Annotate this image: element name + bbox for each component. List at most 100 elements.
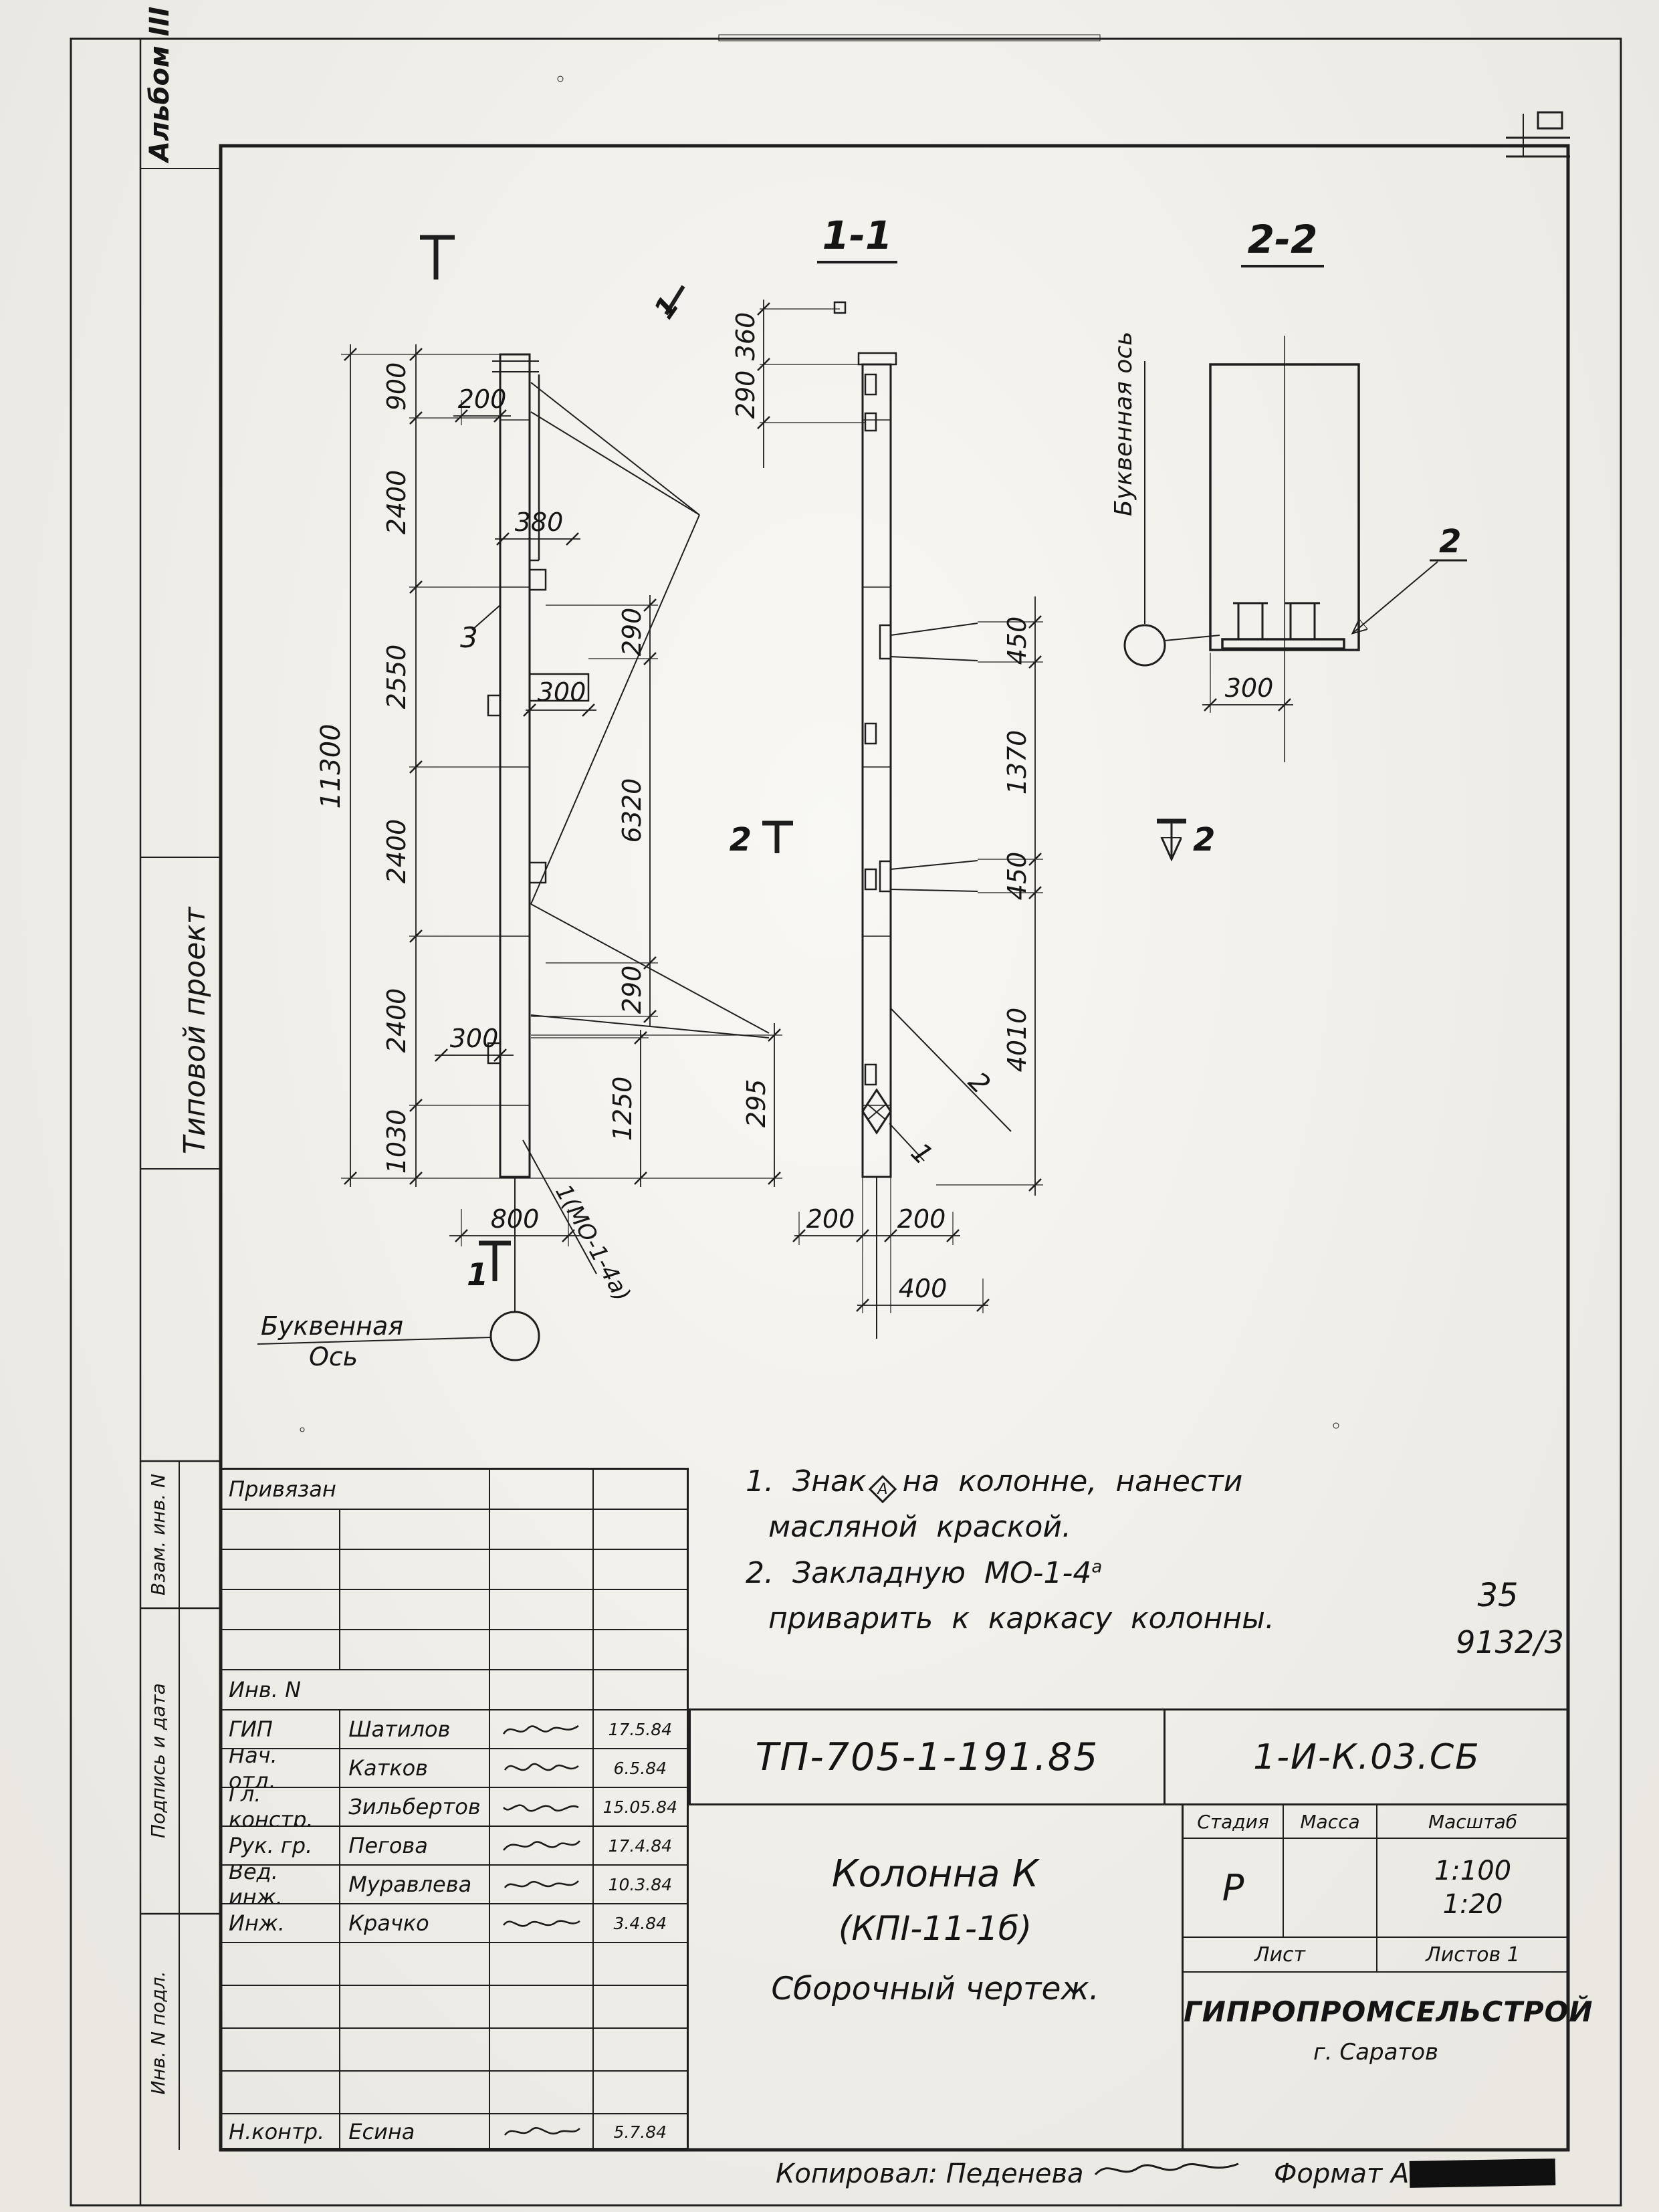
axis-label-line1: Буквенная (261, 1311, 403, 1341)
date-cell: 3.4.84 (613, 1913, 667, 1933)
name-cell: Крачко (340, 1904, 491, 1942)
organization-cell: ГИПРОПРОМСЕЛЬСТРОЙ г. Саратов (1184, 1973, 1593, 2148)
stamp-values-row: Р 1:100 1:20 (1184, 1839, 1568, 1938)
doc-number-row: ТП-705-1-191.85 1-И-К.03.СБ (689, 1708, 1568, 1805)
section-labels: 1-1 2-2 (817, 213, 1324, 267)
table-row-inv-n: Инв. N (221, 1670, 687, 1710)
sheet-frames (70, 37, 1622, 2207)
table-row: Привязан (221, 1470, 687, 1510)
axis-circle-22 (1123, 624, 1166, 667)
date-cell: 17.5.84 (608, 1719, 673, 1739)
scale-value: 1:100 1:20 (1377, 1839, 1568, 1937)
dim-200-top: 200 (458, 384, 507, 414)
role-cell: Нач. отд. (221, 1749, 341, 1787)
mass-value (1284, 1839, 1377, 1937)
stamp-right-section: Стадия Масса Масштаб Р 1:100 1:20 Лист Л… (1184, 1805, 1593, 2150)
signature-scribble (502, 1840, 580, 1851)
title-line-1: Колонна К (831, 1852, 1039, 1896)
section-1-1-label: 1-1 (822, 213, 893, 258)
format-label: Формат А (1274, 2159, 1410, 2189)
dim-300-mid: 300 (538, 677, 586, 707)
margin-box-podpis: Подпись и дата (147, 1683, 169, 1838)
date-cell: 17.4.84 (608, 1836, 673, 1856)
dim-200-left: 200 (806, 1204, 855, 1234)
middle-elevation-view (762, 301, 1186, 1339)
sheet-row: Лист Листов 1 (1184, 1938, 1568, 1973)
signature-row: Вед. инж. Муравлева 10.3.84 (221, 1866, 687, 1904)
signature-row: ГИП Шатилов 17.5.84 (221, 1710, 687, 1749)
table-row (221, 1986, 687, 2029)
note-1-suffix: на колонне, нанести (902, 1464, 1243, 1499)
dim-300-22: 300 (1225, 673, 1274, 703)
dim-400: 400 (899, 1274, 948, 1303)
stage-label: Стадия (1184, 1805, 1284, 1838)
sheet-numbers: 35 9132/3 (1456, 1577, 1564, 1660)
title-line-2: (КПI-11-1б) (838, 1909, 1032, 1948)
signature-scribble (502, 1804, 579, 1812)
date-cell: 6.5.84 (613, 1758, 667, 1778)
name-cell: Муравлева (340, 1866, 491, 1903)
section-cut-marks-1 (420, 235, 685, 1281)
callout-1-mid: 1 (905, 1137, 939, 1172)
sheet-number-35: 35 (1477, 1577, 1518, 1614)
name-cell: Есина (340, 2114, 491, 2149)
section-2-2-labels: Буквенная ось 300 2 (1110, 332, 1461, 703)
role-cell: Гл. констр. (221, 1788, 341, 1826)
signature-row: Рук. гр. Пегова 17.4.84 (221, 1827, 687, 1866)
dim-6320: 6320 (617, 778, 647, 843)
organization-city: г. Саратов (1313, 2039, 1439, 2066)
title-block: Привязан Инв. N ГИП Шатилов 17.5.84 Нач.… (221, 1468, 1593, 2150)
signature-row: Инж. Крачко 3.4.84 (221, 1904, 687, 1943)
leader-lines-mid (889, 623, 1012, 1162)
dim-chain-2: 2550 (382, 645, 411, 709)
doc-number-9132: 9132/3 (1456, 1624, 1564, 1660)
dim-300-low: 300 (450, 1024, 499, 1053)
paint-mark-diamond (861, 1088, 892, 1135)
embed-plates-side (833, 301, 892, 1086)
dim-290-top: 290 (617, 608, 647, 657)
dim-290-mid: 290 (731, 370, 760, 419)
section-mark-1-bottom: 1 (467, 1256, 488, 1293)
table-row (221, 2072, 687, 2114)
role-cell: Вед. инж. (221, 1866, 341, 1903)
signature-scribble (502, 1920, 580, 1927)
dim-290-bot: 290 (617, 966, 647, 1014)
axis-label-22: Буквенная ось (1110, 332, 1137, 516)
drawing-title: Колонна К (КПI-11-1б) Сборочный чертеж. (689, 1805, 1184, 2150)
column-body-side (861, 363, 892, 1178)
dim-chain-4: 2400 (382, 988, 411, 1053)
signature-scribble (504, 2127, 580, 2136)
date-cell: 15.05.84 (602, 1797, 677, 1817)
table-row (221, 1590, 687, 1630)
corner-stamp (1506, 111, 1570, 158)
dim-chain-1: 2400 (382, 470, 411, 535)
column-body (499, 353, 531, 1178)
note-1-line-2: масляной краской. (768, 1510, 1071, 1545)
scale-label: Масштаб (1428, 1810, 1518, 1833)
section-cut-marks-2 (762, 818, 1186, 857)
middle-view-dimensions (756, 300, 1043, 1313)
dim-360: 360 (731, 312, 760, 361)
sheets-count-label: Листов 1 (1426, 1943, 1520, 1967)
role-cell: Рук. гр. (221, 1827, 341, 1864)
margin-labels: Альбом III Типовой проект Взам. инв. N П… (144, 7, 212, 2095)
signatures-table: Привязан Инв. N ГИП Шатилов 17.5.84 Нач.… (221, 1468, 689, 2150)
date-cell: 5.7.84 (613, 2122, 667, 2142)
dim-450-a: 450 (1002, 617, 1032, 665)
table-row (221, 1550, 687, 1590)
dim-200-right: 200 (897, 1204, 946, 1234)
note-2-superscript: а (1091, 1557, 1103, 1577)
table-row (221, 2029, 687, 2072)
dim-total: 11300 (316, 724, 346, 808)
dim-450-b: 450 (1002, 852, 1032, 901)
margin-box-inv: Инв. N подл. (147, 1971, 169, 2095)
leader-mo-label: 1(МО-1-4а) (550, 1180, 636, 1306)
section-2-2-view (1123, 336, 1467, 762)
inv-n-label: Инв. N (221, 1670, 491, 1709)
scan-artifacts (300, 34, 1339, 1432)
dim-295: 295 (742, 1079, 771, 1128)
section-mark-2-left: 2 (730, 821, 752, 859)
note-2-prefix: 2. Закладную МО-1-4 (746, 1555, 1092, 1590)
